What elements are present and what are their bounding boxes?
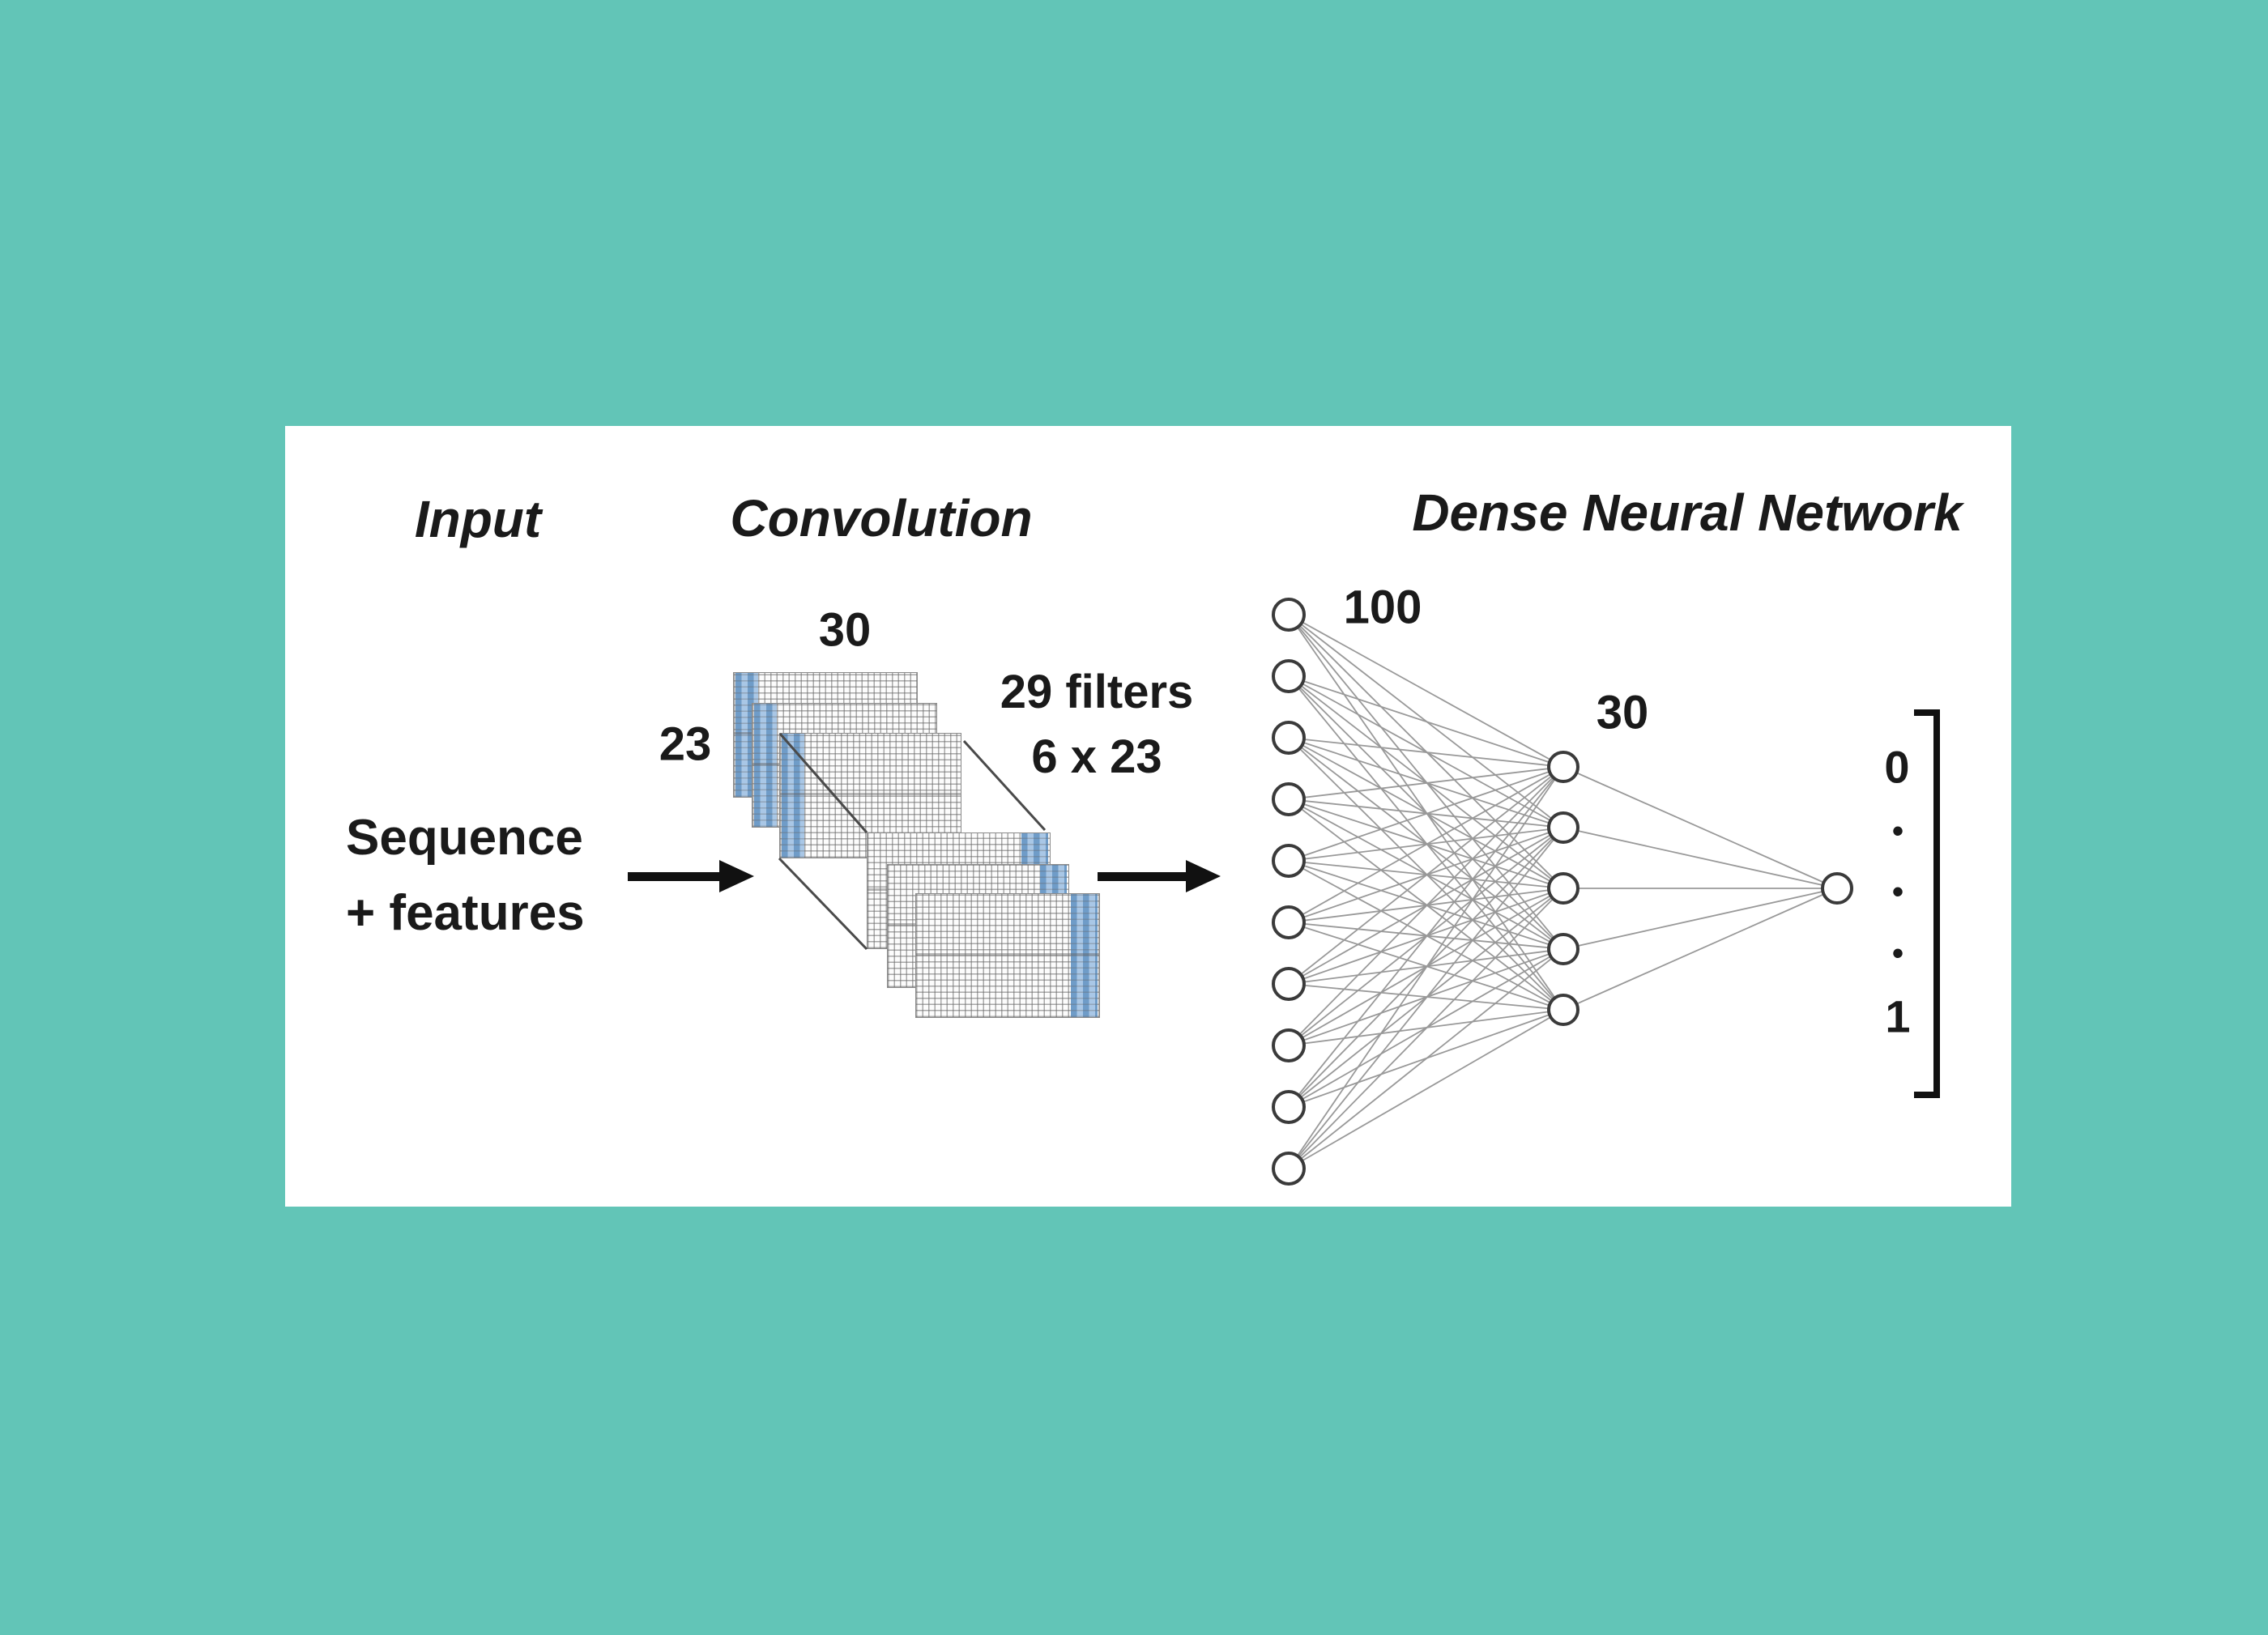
dense-edge-line: [1288, 766, 1564, 1169]
input-layer-neuron-node: [1272, 598, 1306, 632]
output-vector-bracket: [1914, 709, 1940, 1098]
active-column-highlight: [754, 704, 777, 827]
input-layer-neuron-node: [1272, 659, 1306, 693]
dense-edge-line: [1562, 888, 1838, 1011]
filter-connector-line: [778, 857, 868, 951]
input-layer-neuron-node: [1272, 967, 1306, 1001]
dense-edge-line: [1288, 766, 1564, 985]
dense-edge-line: [1288, 766, 1564, 800]
dense-edge-line: [1288, 1009, 1564, 1169]
dense-edge-line: [1288, 766, 1564, 1046]
dense-edge-line: [1288, 827, 1564, 1169]
input-layer-neuron-node: [1272, 721, 1306, 755]
hidden-layer-neuron-node: [1547, 811, 1580, 844]
diagram-panel: [285, 426, 2011, 1207]
output-vector-ellipsis-dot: •: [1891, 874, 1904, 910]
hidden-layer-neuron-node: [1547, 994, 1580, 1026]
input-layer-neuron-node: [1272, 782, 1306, 816]
input-layer-neuron-node: [1272, 844, 1306, 878]
convolution-section-title: Convolution: [730, 489, 1033, 547]
hidden-layer-neuron-node: [1547, 933, 1580, 965]
output-neuron-node: [1821, 872, 1853, 905]
conv-height-label: 23: [659, 717, 712, 771]
input-layer-neuron-node: [1272, 1028, 1306, 1062]
active-column-highlight: [782, 734, 804, 858]
dense-edge-line: [1562, 766, 1838, 889]
filters-label-line2: 6 x 23: [1031, 730, 1162, 783]
output-vector-first-value: 0: [1884, 741, 1910, 793]
dense-section-title: Dense Neural Network: [1412, 483, 1963, 542]
output-vector-ellipsis-dot: •: [1891, 935, 1904, 972]
input-layer-neuron-node: [1272, 1152, 1306, 1186]
dense-edge-line: [1562, 827, 1838, 889]
output-vector-ellipsis-dot: •: [1891, 813, 1904, 849]
arrow-shaft: [1098, 871, 1186, 881]
filter-connector-line: [962, 739, 1047, 832]
arrow-head: [719, 860, 754, 892]
arrow-head: [1186, 860, 1221, 892]
dense-edge-line: [1288, 948, 1564, 1169]
filters-label-line1: 29 filters: [1000, 666, 1194, 718]
conv-width-label: 30: [818, 603, 872, 657]
dense-hidden-layer-label: 30: [1596, 686, 1649, 739]
input-section-title: Input: [414, 490, 542, 548]
arrow-shaft: [628, 871, 719, 881]
input-layer-neuron-node: [1272, 1090, 1306, 1124]
dense-edge-line: [1288, 614, 1564, 768]
active-column-highlight: [1071, 894, 1098, 1017]
output-vector-last-value: 1: [1885, 990, 1911, 1042]
dense-edge-line: [1288, 675, 1564, 768]
input-description: Sequence + features: [346, 800, 585, 951]
dense-edge-line: [1288, 888, 1564, 1169]
dense-edge-line: [1562, 888, 1838, 950]
output-feature-map-grid: [915, 893, 1100, 1018]
input-description-line1: Sequence: [346, 810, 583, 866]
hidden-layer-neuron-node: [1547, 751, 1580, 783]
filter-connector-line: [778, 733, 868, 833]
input-description-line2: + features: [346, 885, 585, 941]
dense-edge-line: [1288, 737, 1564, 768]
dense-edge-line: [1288, 766, 1564, 862]
dense-edge-line: [1288, 766, 1564, 1108]
hidden-layer-neuron-node: [1547, 872, 1580, 905]
filters-label: 29 filters 6 x 23: [1000, 660, 1194, 790]
input-layer-neuron-node: [1272, 905, 1306, 939]
dense-edge-line: [1288, 766, 1564, 923]
dense-input-layer-label: 100: [1343, 581, 1422, 634]
